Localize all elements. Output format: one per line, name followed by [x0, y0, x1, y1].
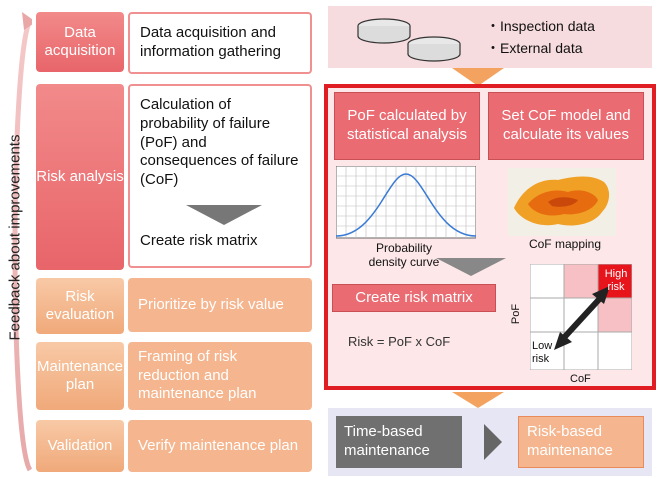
stage-maintenance-plan: Maintenance plan — [36, 342, 124, 410]
right-arrow — [484, 424, 502, 465]
probability-density-chart — [335, 165, 477, 249]
data-sources-box: ・Inspection data ・External data — [328, 6, 652, 68]
pof-box: PoF calculated by statistical analysis — [334, 92, 480, 160]
stage-desc-data-acquisition: Data acquisition and information gatheri… — [128, 12, 312, 74]
matrix-x-label: CoF — [570, 373, 591, 385]
cof-box: Set CoF model and calculate its values — [488, 92, 644, 160]
high-risk-label: High risk — [604, 268, 628, 293]
database-icon — [357, 18, 461, 62]
time-based-box: Time-based maintenance — [336, 416, 462, 468]
stage-desc-validation: Verify maintenance plan — [128, 420, 312, 472]
cof-caption: CoF mapping — [528, 237, 602, 251]
risk-matrix: High risk Low risk — [530, 264, 632, 370]
down-arrow-bottom — [452, 392, 504, 413]
stage-risk-analysis: Risk analysis — [36, 84, 124, 270]
stage-desc-risk-evaluation: Prioritize by risk value — [128, 278, 312, 332]
create-risk-matrix-label: Create risk matrix — [140, 232, 258, 249]
risk-based-box: Risk-based maintenance — [518, 416, 644, 468]
data-source-external: ・External data — [486, 40, 583, 56]
stage-data-acquisition: Data acquisition — [36, 12, 124, 72]
data-source-inspection: ・Inspection data — [486, 18, 595, 34]
feedback-arrow — [0, 0, 36, 482]
stage-desc-risk-analysis: Calculation of probability of failure (P… — [128, 84, 312, 268]
cof-map-image — [508, 168, 616, 241]
risk-analysis-text: Calculation of probability of failure (P… — [140, 96, 299, 188]
low-risk-label: Low risk — [532, 340, 553, 365]
risk-analysis-arrow — [186, 205, 262, 225]
matrix-y-label: PoF — [510, 303, 523, 325]
risk-formula: Risk = PoF x CoF — [348, 334, 451, 349]
stage-risk-evaluation: Risk evaluation — [36, 278, 124, 334]
gray-arrow — [436, 258, 506, 281]
pdf-caption: Probability density curve — [368, 241, 440, 269]
stage-desc-maintenance-plan: Framing of risk reduction and maintenanc… — [128, 342, 312, 410]
create-risk-matrix-box: Create risk matrix — [332, 284, 496, 312]
stage-validation: Validation — [36, 420, 124, 472]
feedback-label: Feedback about improvements — [6, 134, 24, 341]
down-arrow-top — [452, 68, 504, 91]
